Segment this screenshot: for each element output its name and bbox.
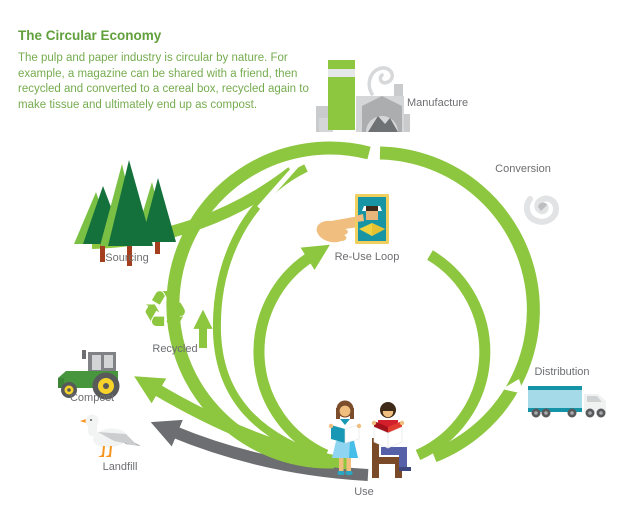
- outer-loop-arc-right: [379, 146, 540, 463]
- landfill-label: Landfill: [102, 461, 138, 473]
- recycling-symbol-icon: ♻: [141, 281, 190, 341]
- manufacture-label: Manufacture: [407, 97, 469, 109]
- use-label: Use: [354, 486, 374, 498]
- loop-merge-slit: [257, 162, 300, 210]
- seagull-icon: [80, 414, 141, 457]
- delivery-truck-icon: [528, 386, 606, 418]
- distribution-label: Distribution: [534, 366, 590, 378]
- page-title: The Circular Economy: [18, 28, 162, 43]
- conversion-label: Conversion: [495, 163, 551, 175]
- tractor-icon: [58, 350, 120, 400]
- sourcing-label: Sourcing: [105, 252, 149, 264]
- reuse-loop-arc-left: [253, 244, 330, 461]
- recycled-label: Recycled: [152, 343, 198, 355]
- compost-label: Compost: [69, 392, 115, 404]
- hand-magazine-icon: [316, 194, 389, 244]
- pine-trees-icon: [74, 160, 176, 266]
- reading-people-icon: [328, 400, 411, 478]
- reuse-loop-arc-right: [415, 250, 491, 461]
- intro-paragraph: The pulp and paper industry is circular …: [18, 52, 309, 111]
- factory-icon: [316, 60, 410, 132]
- distribution-notch: [502, 379, 524, 394]
- paper-spiral-icon: [523, 195, 560, 225]
- reuse-loop-label: Re-Use Loop: [334, 251, 400, 263]
